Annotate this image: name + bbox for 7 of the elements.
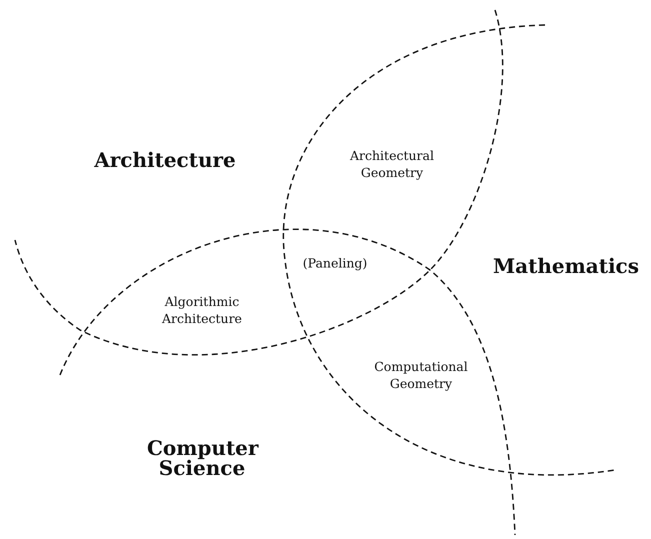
overlap-label: Computational Geometry (373, 359, 469, 393)
field-label: Architecture (94, 150, 236, 170)
overlap-label: (Paneling) (302, 256, 368, 272)
field-label: Computer Science (147, 438, 257, 478)
field-label: Mathematics (493, 256, 639, 276)
overlap-label: Architectural Geometry (349, 148, 435, 182)
overlap-label: Algorithmic Architecture (161, 294, 243, 328)
